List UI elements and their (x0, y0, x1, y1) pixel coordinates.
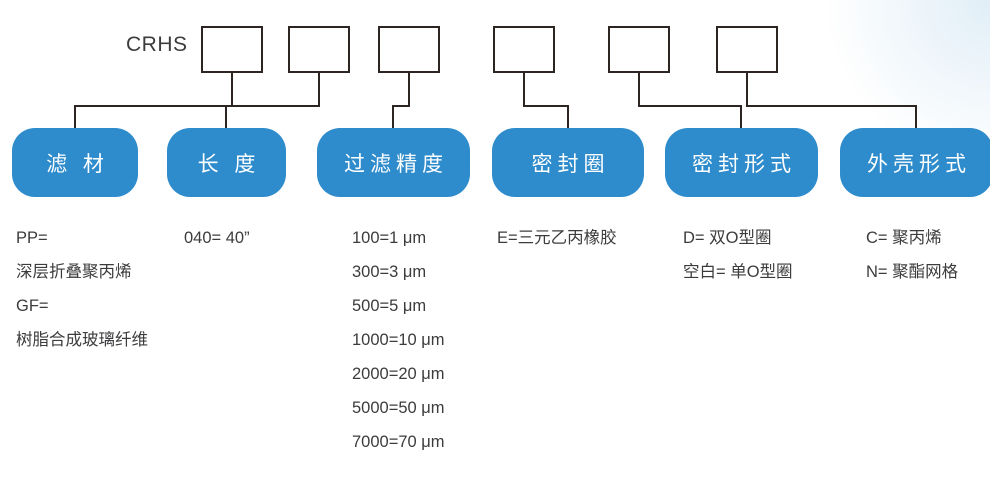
legend-item-length-1: 040= 40” (184, 229, 250, 247)
legend-item-filter-material-1: PP= (16, 229, 48, 247)
connector-5 (638, 73, 742, 128)
legend-item-filtration-accuracy-6: 5000=50 μm (352, 399, 445, 417)
connector-6 (746, 73, 917, 128)
legend-item-filtration-accuracy-5: 2000=20 μm (352, 365, 445, 383)
category-pill-sealing-type[interactable]: 密封形式 (665, 128, 818, 197)
category-pill-label: 外壳形式 (867, 152, 971, 176)
category-pill-label: 滤 材 (46, 152, 109, 176)
legend-item-shell-type-2: N= 聚酯网格 (866, 263, 959, 281)
category-pill-label: 长 度 (197, 152, 261, 176)
product-code-prefix-label: CRHS (126, 33, 188, 56)
connector-3 (392, 73, 410, 128)
legend-item-filtration-accuracy-1: 100=1 μm (352, 229, 427, 247)
code-box-1[interactable] (201, 26, 263, 73)
legend-item-filtration-accuracy-2: 300=3 μm (352, 263, 427, 281)
legend-item-sealing-type-2: 空白= 单O型圈 (683, 263, 793, 281)
legend-item-filtration-accuracy-3: 500=5 μm (352, 297, 427, 315)
legend-item-shell-type-1: C= 聚丙烯 (866, 229, 942, 247)
legend-item-filtration-accuracy-4: 1000=10 μm (352, 331, 445, 349)
legend-item-filter-material-4: 树脂合成玻璃纤维 (16, 331, 148, 349)
category-pill-filtration-accuracy[interactable]: 过滤精度 (317, 128, 470, 197)
code-box-4[interactable] (493, 26, 555, 73)
legend-item-filter-material-2: 深层折叠聚丙烯 (16, 263, 132, 281)
code-box-6[interactable] (716, 26, 778, 73)
connector-1 (74, 73, 233, 128)
code-box-5[interactable] (608, 26, 670, 73)
legend-item-sealing-ring-1: E=三元乙丙橡胶 (497, 229, 617, 247)
category-pill-label: 过滤精度 (344, 152, 448, 176)
category-pill-label: 密封形式 (692, 152, 796, 176)
legend-item-filter-material-3: GF= (16, 297, 49, 315)
code-box-2[interactable] (288, 26, 350, 73)
category-pill-sealing-ring[interactable]: 密封圈 (492, 128, 644, 197)
code-box-3[interactable] (378, 26, 440, 73)
legend-item-filtration-accuracy-7: 7000=70 μm (352, 433, 445, 451)
category-pill-length[interactable]: 长 度 (167, 128, 286, 197)
connector-4 (523, 73, 569, 128)
legend-item-sealing-type-1: D= 双O型圈 (683, 229, 772, 247)
category-pill-filter-material[interactable]: 滤 材 (12, 128, 138, 197)
connector-2 (225, 73, 320, 128)
category-pill-shell-type[interactable]: 外壳形式 (840, 128, 990, 197)
category-pill-label: 密封圈 (531, 152, 610, 176)
